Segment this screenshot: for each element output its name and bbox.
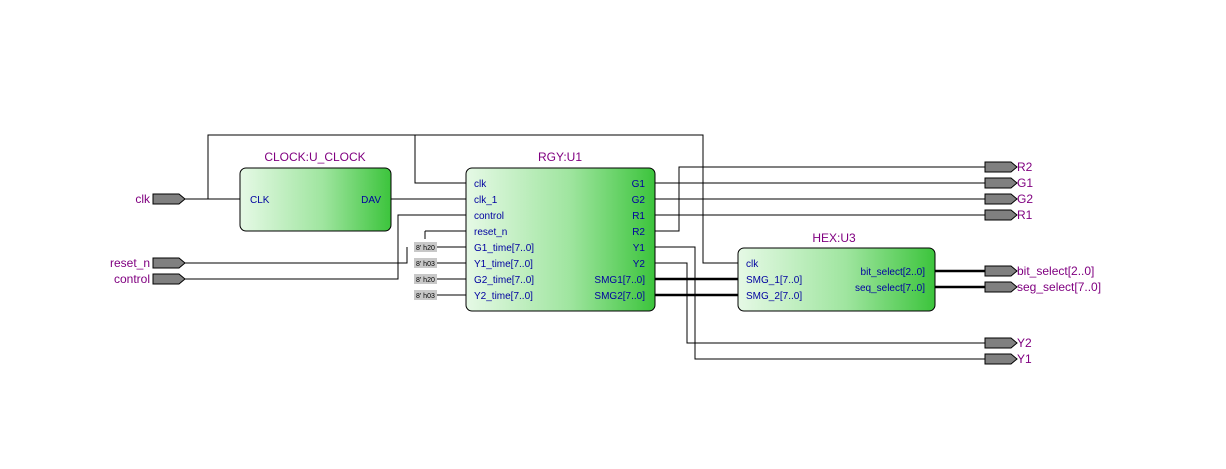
svg-text:Y2: Y2 xyxy=(1017,336,1032,350)
const-g2-time: 8' h20 xyxy=(414,274,437,284)
svg-text:G1: G1 xyxy=(1017,176,1033,190)
svg-text:8' h20: 8' h20 xyxy=(416,245,435,252)
pin-rgy-clk: clk xyxy=(474,179,487,190)
svg-text:R2: R2 xyxy=(1017,160,1033,174)
output-port-r1[interactable]: R1 xyxy=(984,208,1033,222)
const-y2-time: 8' h03 xyxy=(414,290,437,300)
svg-text:8' h20: 8' h20 xyxy=(416,277,435,284)
svg-text:seg_select[7..0]: seg_select[7..0] xyxy=(1017,280,1101,294)
output-port-g2[interactable]: G2 xyxy=(984,192,1033,206)
block-clock-title: CLOCK:U_CLOCK xyxy=(264,150,365,164)
pin-rgy-y1-time: Y1_time[7..0] xyxy=(474,259,533,270)
pin-rgy-smg2: SMG2[7..0] xyxy=(594,291,645,302)
const-y1-time: 8' h03 xyxy=(414,258,437,268)
pin-rgy-y2-time: Y2_time[7..0] xyxy=(474,291,533,302)
pin-rgy-g2-time: G2_time[7..0] xyxy=(474,275,534,286)
pin-rgy-control: control xyxy=(474,211,504,222)
svg-text:reset_n: reset_n xyxy=(110,256,150,270)
output-port-g1[interactable]: G1 xyxy=(984,176,1033,190)
pin-rgy-y1: Y1 xyxy=(633,243,646,254)
pin-hex-smg1: SMG_1[7..0] xyxy=(746,275,802,286)
constants: 8' h20 8' h03 8' h20 8' h03 xyxy=(414,242,437,300)
pin-hex-smg2: SMG_2[7..0] xyxy=(746,291,802,302)
wires xyxy=(185,134,985,360)
pin-hex-bit-select: bit_select[2..0] xyxy=(861,267,926,278)
pin-rgy-reset: reset_n xyxy=(474,227,507,238)
pin-rgy-r2: R2 xyxy=(632,227,645,238)
block-rgy[interactable]: RGY:U1 clk clk_1 control reset_n G1_time… xyxy=(465,150,656,312)
pin-rgy-y2: Y2 xyxy=(633,259,646,270)
pin-rgy-smg1: SMG1[7..0] xyxy=(594,275,645,286)
block-rgy-title: RGY:U1 xyxy=(538,150,582,164)
output-port-r2[interactable]: R2 xyxy=(984,160,1033,174)
svg-text:8' h03: 8' h03 xyxy=(416,261,435,268)
input-port-control[interactable]: control xyxy=(114,272,186,286)
input-port-clk[interactable]: clk xyxy=(135,192,186,206)
output-port-bit-select[interactable]: bit_select[2..0] xyxy=(984,264,1094,278)
pin-rgy-g1: G1 xyxy=(632,179,646,190)
block-hex[interactable]: HEX:U3 clk SMG_1[7..0] SMG_2[7..0] bit_s… xyxy=(737,231,936,312)
pin-dav: DAV xyxy=(361,195,381,206)
svg-text:R1: R1 xyxy=(1017,208,1033,222)
output-port-y2[interactable]: Y2 xyxy=(984,336,1032,350)
pin-rgy-g1-time: G1_time[7..0] xyxy=(474,243,534,254)
pin-rgy-clk1: clk_1 xyxy=(474,195,498,206)
svg-text:Y1: Y1 xyxy=(1017,352,1032,366)
pin-hex-clk: clk xyxy=(746,259,759,270)
svg-text:clk: clk xyxy=(135,192,151,206)
block-clock[interactable]: CLOCK:U_CLOCK CLK DAV xyxy=(239,150,392,232)
const-g1-time: 8' h20 xyxy=(414,242,437,252)
svg-text:bit_select[2..0]: bit_select[2..0] xyxy=(1017,264,1094,278)
pin-hex-seq-select: seq_select[7..0] xyxy=(855,283,925,294)
input-port-reset-n[interactable]: reset_n xyxy=(110,256,186,270)
output-port-y1[interactable]: Y1 xyxy=(984,352,1032,366)
output-port-seg-select[interactable]: seg_select[7..0] xyxy=(984,280,1101,294)
pin-rgy-r1: R1 xyxy=(632,211,645,222)
svg-text:G2: G2 xyxy=(1017,192,1033,206)
svg-text:control: control xyxy=(114,272,150,286)
svg-text:8' h03: 8' h03 xyxy=(416,293,435,300)
block-hex-title: HEX:U3 xyxy=(812,231,856,245)
pin-rgy-g2: G2 xyxy=(632,195,646,206)
pin-clk: CLK xyxy=(250,195,270,206)
